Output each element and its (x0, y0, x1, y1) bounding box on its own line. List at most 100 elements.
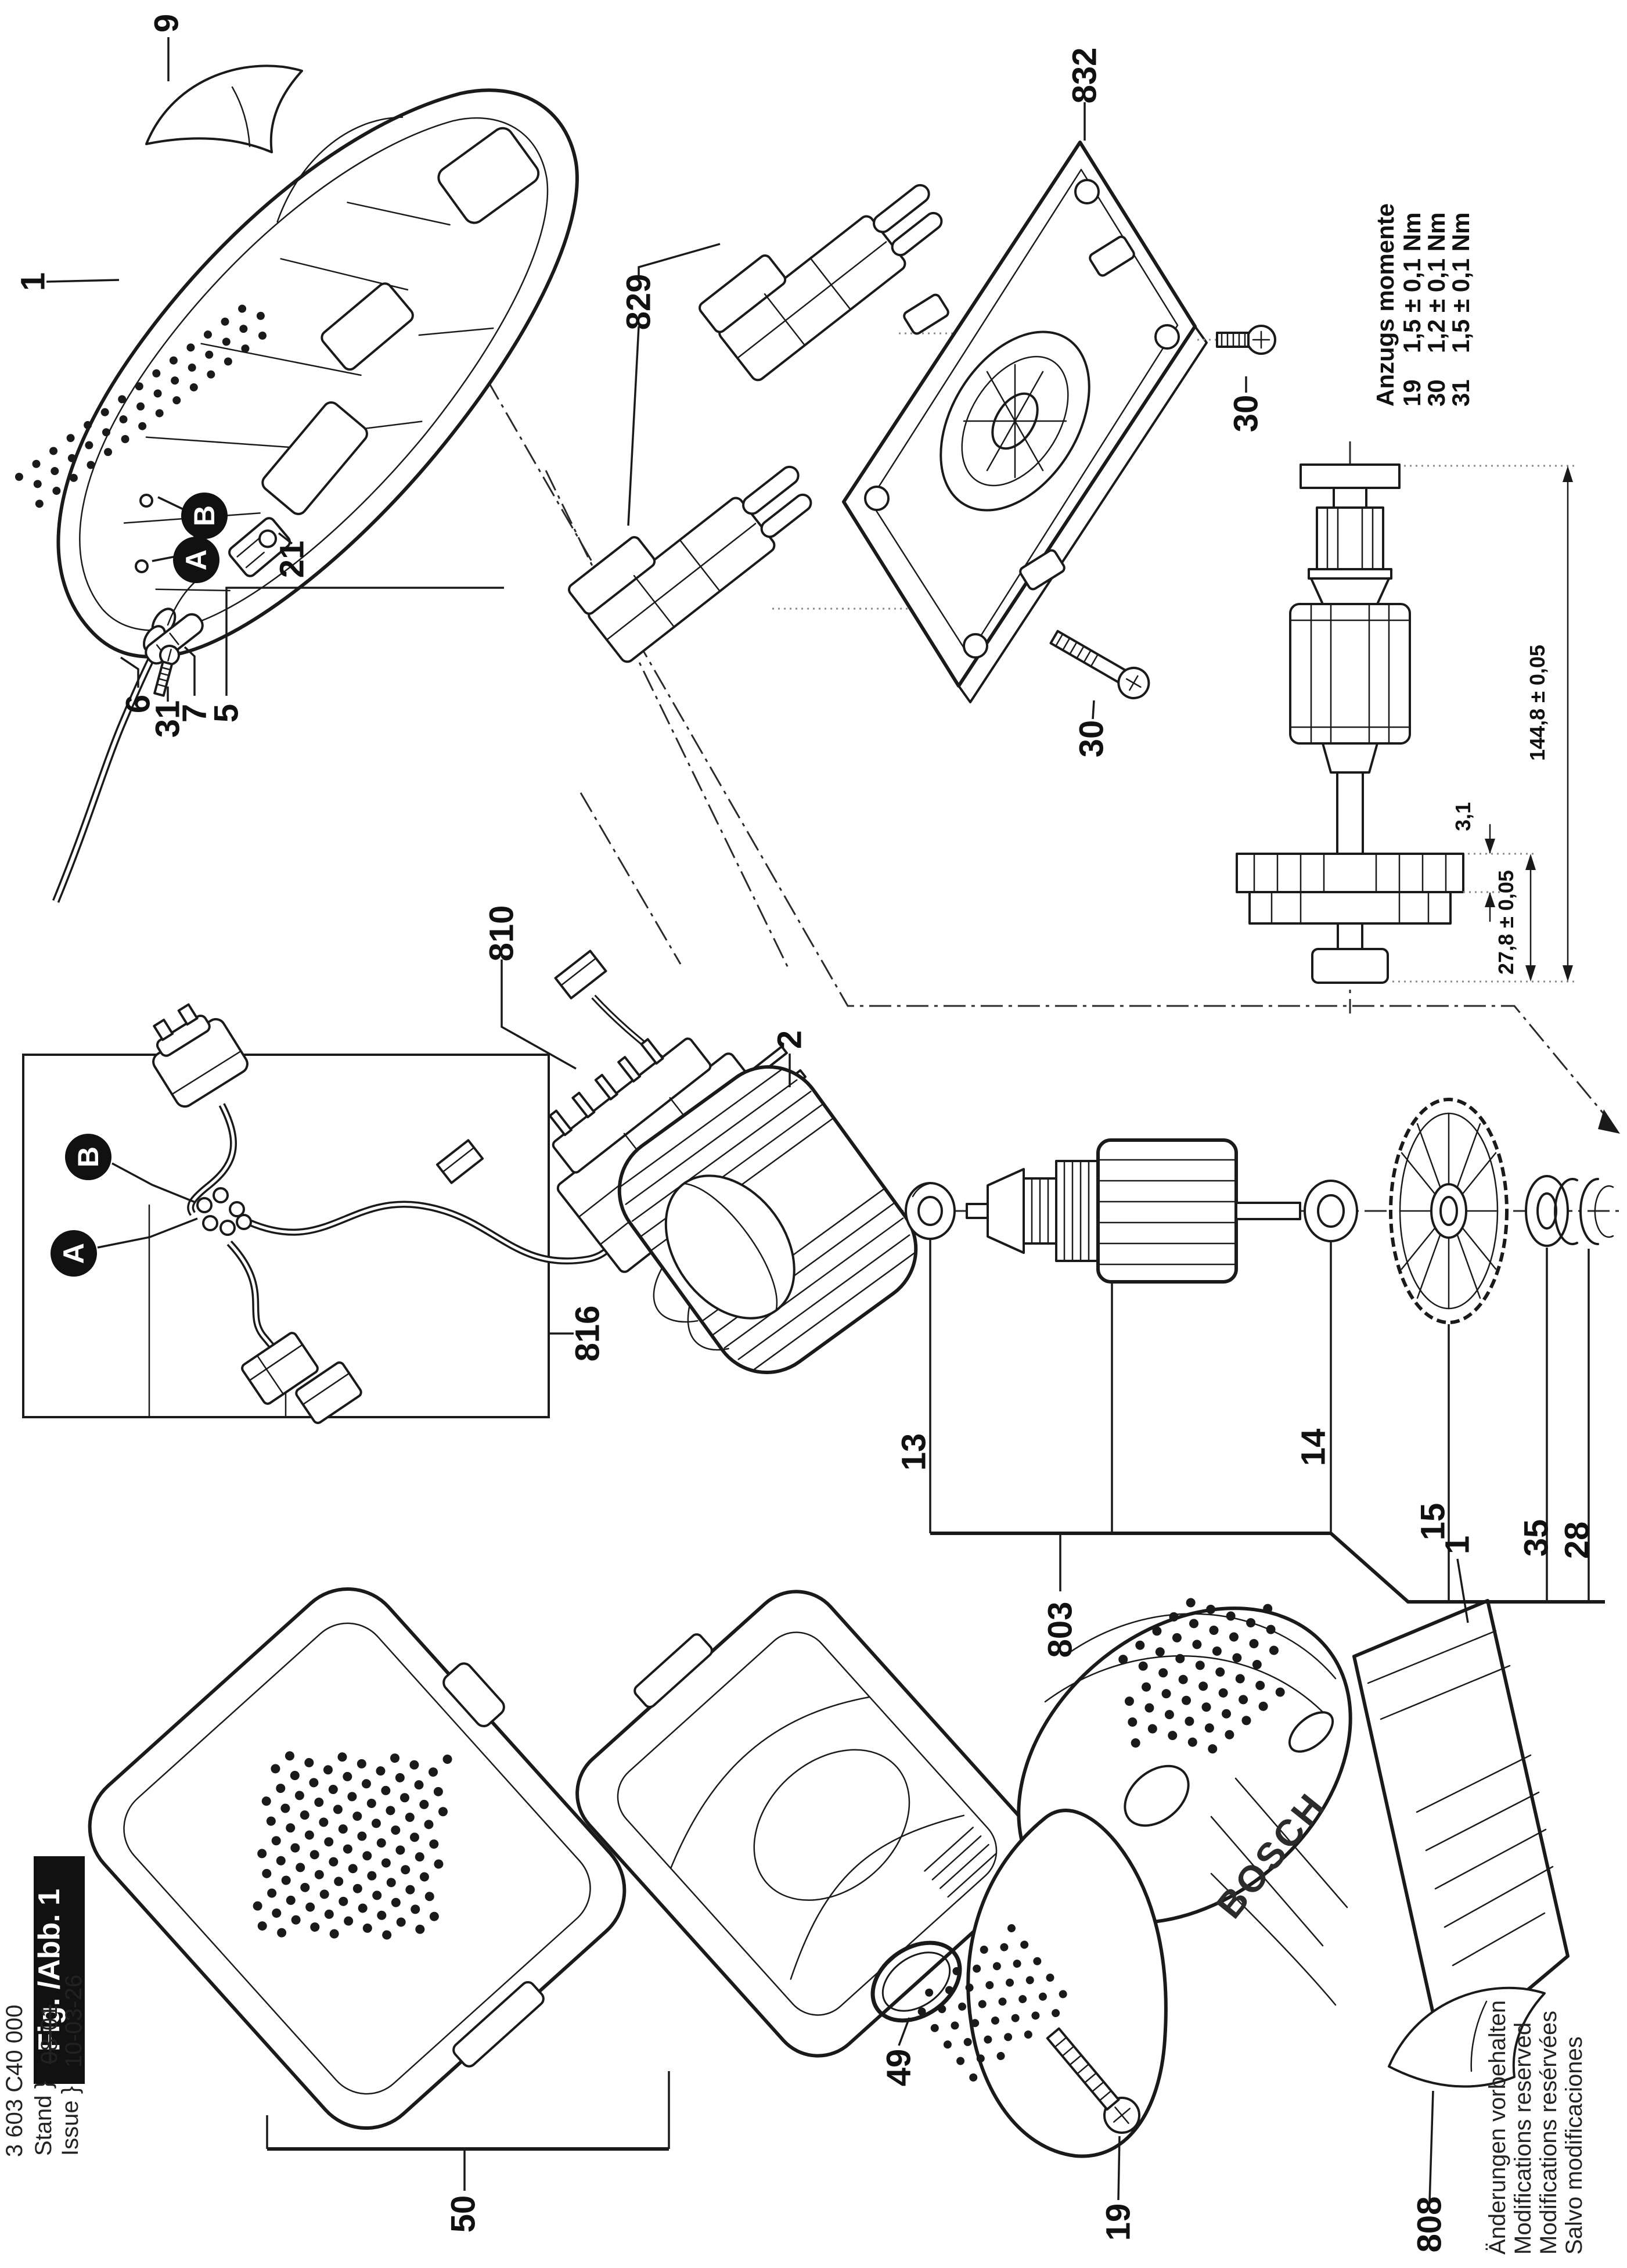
vent-dot (395, 1845, 405, 1855)
vent-dot (985, 1981, 994, 1989)
vent-dot (1161, 1689, 1171, 1699)
vent-dot (309, 1850, 319, 1860)
vent-dot (169, 356, 178, 365)
vent-dot (104, 448, 113, 457)
dim-fan-step: 3,1 (1451, 802, 1475, 831)
vent-dot (396, 1917, 406, 1927)
vent-dot (956, 2057, 965, 2065)
part-callout: 21 (273, 541, 311, 578)
vent-dot (1246, 1618, 1256, 1628)
vent-dot (1025, 1976, 1034, 1985)
vent-dot (333, 1805, 343, 1814)
vent-dot (361, 1779, 371, 1789)
connector-block (295, 1361, 362, 1424)
vent-dot (424, 1820, 434, 1830)
vent-dot (33, 480, 42, 488)
vent-dot (305, 1902, 315, 1912)
vent-dot (357, 1831, 367, 1841)
screw-30-b (1049, 630, 1150, 699)
vent-dot (304, 1757, 314, 1767)
vent-dot (414, 1780, 424, 1790)
vent-dot (256, 311, 265, 320)
assembled-sander: BOSCH (870, 1598, 1570, 2158)
dim-fan-stack: 27,8 ± 0,05 (1494, 870, 1518, 975)
vent-dot (294, 1791, 304, 1800)
vent-dot (386, 1806, 395, 1816)
issue-label: Issue } (57, 2086, 83, 2156)
wire-terminals (196, 1187, 252, 1236)
part-callout: 30 (1073, 720, 1111, 758)
cover-shell (575, 1590, 1039, 2058)
detail-marker-letter: B (188, 505, 221, 526)
vent-dot (347, 1792, 357, 1802)
part-callout: 15 (1414, 1503, 1452, 1541)
vent-dot (386, 1878, 396, 1888)
part-callout: 808 (1411, 2197, 1449, 2253)
vent-dot (415, 1924, 425, 1934)
vent-dot (152, 369, 161, 378)
vent-dot (965, 1983, 974, 1992)
vent-dot (401, 1865, 411, 1875)
vent-dot (399, 1793, 409, 1803)
vent-dot (1218, 1688, 1228, 1698)
vent-dot (377, 1910, 387, 1920)
part-callout: 49 (880, 2049, 918, 2087)
vent-dot (1158, 1668, 1168, 1678)
vent-dot (257, 1849, 267, 1859)
vent-dot (1142, 1682, 1151, 1692)
part-callout: 829 (620, 274, 658, 330)
vent-dot (390, 1753, 399, 1763)
vent-dot (1007, 1924, 1016, 1932)
vent-dot (395, 1773, 405, 1782)
vent-dot (433, 1787, 443, 1796)
part-callout: 14 (1295, 1429, 1333, 1467)
vent-dot (951, 2021, 959, 2030)
issue-date: 10-03-26 (61, 1975, 87, 2068)
vent-dot (381, 1858, 391, 1868)
screw-part-31 (153, 645, 180, 697)
sander-handle (966, 1809, 1168, 2158)
vent-dot (267, 1888, 277, 1898)
vent-dot (253, 1901, 262, 1911)
vent-dot (238, 304, 247, 313)
vent-dot (1172, 1633, 1182, 1642)
vent-dot (319, 1889, 329, 1899)
vent-dot (69, 473, 78, 482)
vent-dot (300, 1882, 310, 1892)
vent-dot (257, 1921, 267, 1931)
vent-dot (1124, 1696, 1134, 1706)
vent-dot (367, 1871, 377, 1881)
assembly-frame (22, 1054, 550, 1418)
vent-dot (1206, 1604, 1216, 1614)
vent-dot (314, 1870, 324, 1879)
vent-dot (1189, 1619, 1199, 1629)
vent-dot (996, 2052, 1005, 2061)
vent-dot (66, 434, 75, 443)
vent-dot (419, 1872, 429, 1882)
mains-plug (152, 1003, 249, 1108)
vent-dot (344, 1916, 354, 1926)
vent-dot (337, 1752, 347, 1762)
vent-dot (319, 1817, 329, 1827)
vent-dot (352, 1811, 362, 1821)
vent-dot (323, 1765, 333, 1775)
vent-dot (391, 1825, 401, 1835)
dim-armature-length: 144,8 ± 0,05 (1525, 645, 1549, 761)
vent-dot (1204, 1723, 1214, 1733)
vent-dot (138, 422, 147, 430)
part-callout: 50 (445, 2195, 483, 2233)
vent-dot (1266, 1624, 1276, 1634)
vent-dot (119, 415, 128, 423)
armature-dimension-detail: 144,8 ± 0,05 27,8 ± 0,05 3,1 (1236, 441, 1575, 1013)
part-callout: 28 (1558, 1522, 1596, 1559)
vent-dot (171, 376, 179, 385)
vent-dot (376, 1766, 386, 1776)
vent-dot (281, 1875, 291, 1885)
vent-dot (1226, 1611, 1236, 1621)
vent-dot (1059, 1990, 1067, 1999)
detail-marker-letter: B (72, 1146, 105, 1167)
vent-dot (32, 459, 41, 468)
leader-lines (46, 37, 1605, 2203)
